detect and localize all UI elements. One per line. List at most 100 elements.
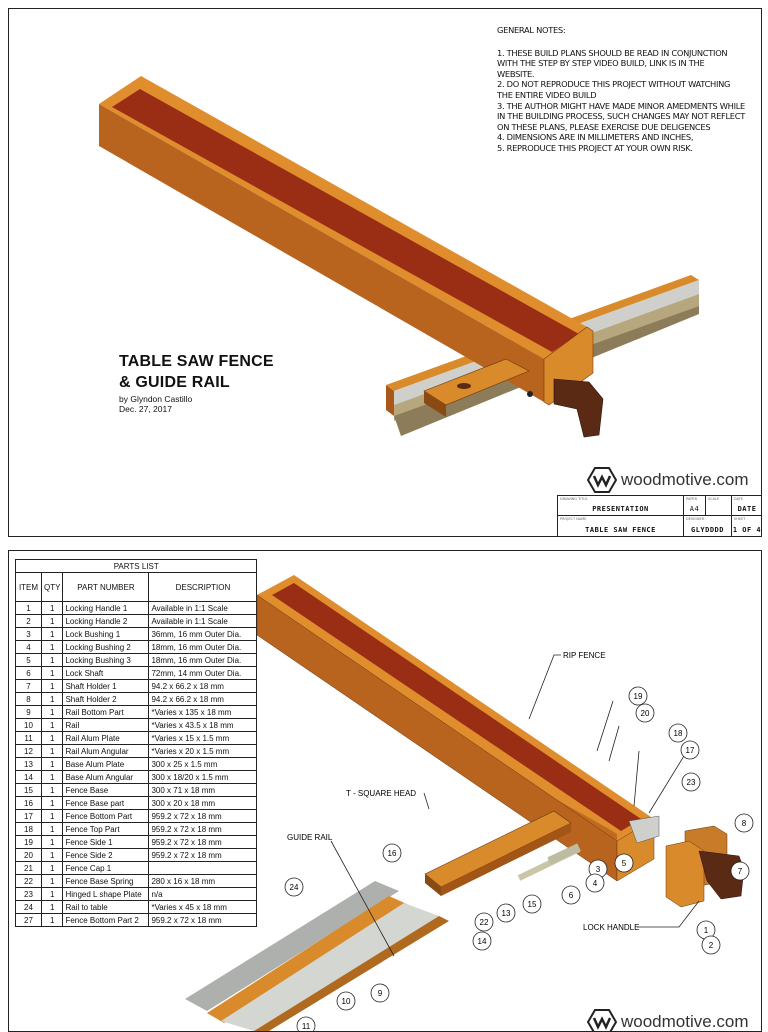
rip-fence-groove <box>112 89 579 352</box>
balloon-number: 13 <box>502 909 511 918</box>
balloon-circle <box>628 686 648 706</box>
balloon-circle <box>336 991 356 1011</box>
note-line: WITH THE STEP BY STEP VIDEO BUILD, LINK … <box>497 58 705 69</box>
author: by Glyndon Castillo <box>119 394 193 404</box>
sheet-label: SHEET <box>734 517 746 521</box>
item-number: 27 <box>15 913 42 927</box>
balloon-number: 9 <box>378 989 383 998</box>
item-qty: 1 <box>40 874 64 888</box>
paper-label: PAPER <box>686 497 698 501</box>
balloon-number: 15 <box>528 900 537 909</box>
label-rip-fence: RIP FENCE <box>563 651 606 660</box>
note-line: 2. DO NOT REPRODUCE THIS PROJECT WITHOUT… <box>497 79 731 90</box>
drawing-title: TABLE SAW FENCE & GUIDE RAIL <box>119 351 274 393</box>
item-qty: 1 <box>40 809 64 823</box>
balloon-number: 18 <box>674 729 683 738</box>
balloon-number: 17 <box>686 746 695 755</box>
notes-heading: GENERAL NOTES: <box>497 25 566 35</box>
balloon-circle <box>561 885 581 905</box>
balloon-number: 24 <box>290 883 299 892</box>
header-description: DESCRIPTION <box>148 572 258 602</box>
balloon-number: 16 <box>388 849 397 858</box>
rip-fence-groove <box>272 583 641 831</box>
balloon-number: 14 <box>478 937 487 946</box>
balloon-number: 22 <box>480 918 489 927</box>
guide-rail-top <box>207 896 409 1023</box>
balloon-number: 2 <box>709 941 714 950</box>
balloon-number: 4 <box>593 879 598 888</box>
note-line: 5. REPRODUCE THIS PROJECT AT YOUR OWN RI… <box>497 142 693 153</box>
balloon-number: 6 <box>569 891 574 900</box>
label-guide-rail: GUIDE RAIL <box>287 833 333 842</box>
note-line: THE ENTIRE VIDEO BUILD <box>497 89 597 100</box>
balloon-number: 3 <box>596 865 601 874</box>
balloon-number: 19 <box>634 692 643 701</box>
hinged-l-plate <box>628 815 660 844</box>
balloon-circle <box>472 931 492 951</box>
drawing-title-label: DRAWING TITLE <box>560 497 588 501</box>
balloon-number: 10 <box>342 997 351 1006</box>
balloon-number: 7 <box>738 867 743 876</box>
lock-handle <box>698 850 745 900</box>
balloon-number: 23 <box>687 778 696 787</box>
exploded-assembly-illustration: RIP FENCE T - SQUARE HEAD GUIDE RAIL LOC… <box>185 575 754 1031</box>
balloon-circle <box>382 843 402 863</box>
drawing-title-cell: DRAWING TITLE PRESENTATION <box>558 496 684 516</box>
shaft-hole <box>527 391 533 397</box>
presentation-sheet: GENERAL NOTES: 1. THESE BUILD PLANS SHOU… <box>8 8 762 537</box>
guide-rail-rail-to-table <box>185 881 399 1011</box>
woodmotive-logo-icon <box>587 467 617 493</box>
balloon-number: 1 <box>704 926 709 935</box>
balloon-circle <box>370 983 390 1003</box>
guide-rail-side <box>386 385 394 416</box>
note-line: 3. THE AUTHOR MIGHT HAVE MADE MINOR AMED… <box>497 100 745 111</box>
header-part-number: PART NUMBER <box>62 572 150 602</box>
balloon-circle <box>668 723 688 743</box>
t-square-head-side <box>424 391 446 417</box>
note-line: WEBSITE. <box>497 68 535 79</box>
project-label: PROJECT NAME <box>560 517 587 521</box>
paper-value: A4 <box>689 505 700 513</box>
note-line: 4. DIMENSIONS ARE IN MILLIMETERS AND INC… <box>497 132 694 143</box>
date: Dec. 27, 2017 <box>119 404 172 414</box>
title-line-1: TABLE SAW FENCE <box>119 353 274 370</box>
item-qty: 1 <box>40 601 64 615</box>
note-line: ON THESE PLANS, PLEASE EXERCISE DUE DELI… <box>497 121 711 132</box>
exploded-view-sheet: PARTS LIST ITEM QTY PART NUMBER DESCRIPT… <box>8 550 762 1032</box>
sheet-value: 1 OF 4 <box>732 526 762 534</box>
balloon-circle <box>522 894 542 914</box>
lock-handle <box>553 378 604 438</box>
title-line-2: & GUIDE RAIL <box>119 374 230 391</box>
balloon-number: 8 <box>742 819 747 828</box>
designer-cell: DESIGNER GLYDDDD <box>684 516 732 536</box>
logo-text: woodmotive.com <box>621 470 749 489</box>
drawing-title-value: PRESENTATION <box>592 505 649 513</box>
note-line: 1. THESE BUILD PLANS SHOULD BE READ IN C… <box>497 47 728 58</box>
title-block: DRAWING TITLE PRESENTATION PAPER A4 SCAL… <box>557 495 762 536</box>
rip-fence-face <box>99 104 544 402</box>
guide-rail-base <box>254 916 449 1031</box>
balloon-circle <box>474 912 494 932</box>
byline: by Glyndon Castillo Dec. 27, 2017 <box>119 394 192 414</box>
t-square-head-side <box>425 874 441 896</box>
brand-logo: woodmotive.com <box>587 467 749 493</box>
balloon-circle <box>496 903 516 923</box>
balloon-circle <box>701 935 721 955</box>
paper-cell: PAPER A4 <box>684 496 706 516</box>
balloon-number: 11 <box>302 1022 311 1031</box>
fence-assembly-illustration <box>99 76 699 438</box>
guide-rail-alum <box>221 903 439 1031</box>
date-label: DATE <box>734 497 744 501</box>
project-value: TABLE SAW FENCE <box>585 526 656 534</box>
